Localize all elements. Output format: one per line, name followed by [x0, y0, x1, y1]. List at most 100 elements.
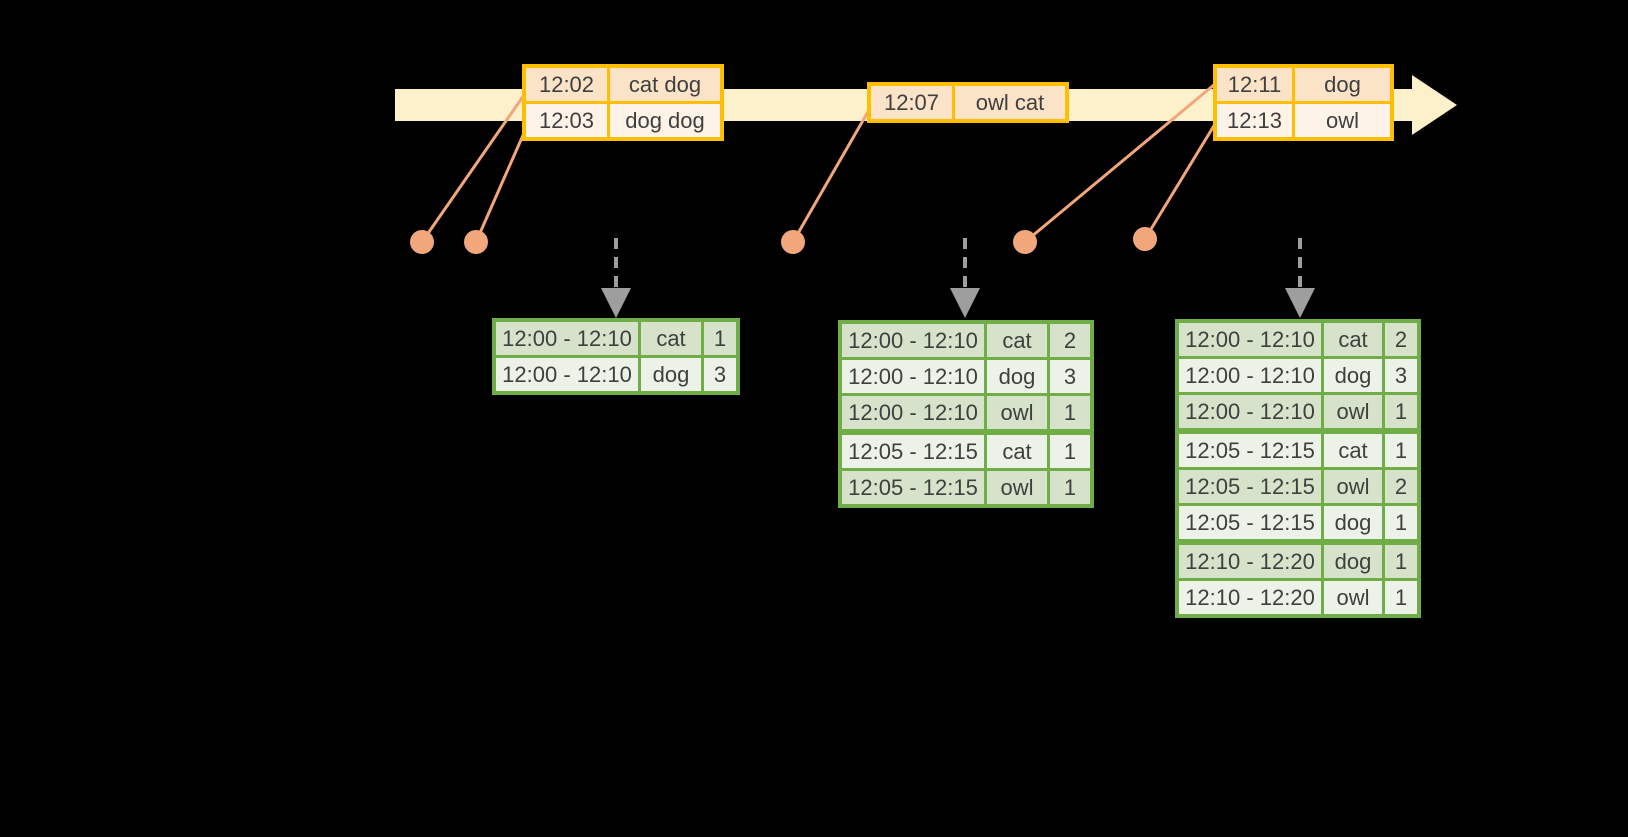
time-cell: 12:13 [1217, 104, 1292, 137]
window-cell: 12:00 - 12:10 [1179, 323, 1321, 356]
count-cell: 3 [1050, 360, 1090, 393]
time-cell: 12:03 [526, 104, 607, 137]
time-cell: 12:02 [526, 68, 607, 101]
event-connector-line [791, 109, 871, 243]
window-cell: 12:05 - 12:15 [1179, 506, 1321, 539]
event-connector-line [1024, 82, 1216, 244]
down-arrowhead-icon [1285, 288, 1315, 318]
count-cell: 1 [1385, 395, 1417, 428]
window-cell: 12:10 - 12:20 [1179, 581, 1321, 614]
count-cell: 2 [1385, 470, 1417, 503]
count-cell: 1 [1385, 506, 1417, 539]
window-cell: 12:05 - 12:15 [1179, 434, 1321, 467]
word-cell: dog [641, 358, 701, 391]
time-cell: 12:11 [1217, 68, 1292, 101]
word-cell: dog [987, 360, 1047, 393]
down-arrowhead-icon [601, 288, 631, 318]
window-cell: 12:00 - 12:10 [842, 360, 984, 393]
word-cell: owl [987, 396, 1047, 429]
window-cell: 12:05 - 12:15 [1179, 470, 1321, 503]
word-cell: dog [1324, 545, 1382, 578]
word-cell: cat [987, 435, 1047, 468]
event-dot [464, 230, 488, 254]
event-dot [1133, 227, 1157, 251]
word-cell: cat [987, 324, 1047, 357]
count-cell: 1 [1050, 396, 1090, 429]
event-connector-line [474, 132, 526, 243]
window-cell: 12:00 - 12:10 [842, 324, 984, 357]
timeline-arrowhead-icon [1412, 75, 1457, 135]
trigger-arrow-2 [950, 238, 980, 318]
count-cell: 1 [1385, 581, 1417, 614]
word-cell: dog [1324, 359, 1382, 392]
word-cell: cat [641, 322, 701, 355]
window-cell: 12:00 - 12:10 [842, 396, 984, 429]
event-dot [1013, 230, 1037, 254]
window-cell: 12:05 - 12:15 [842, 471, 984, 504]
count-cell: 2 [1385, 323, 1417, 356]
trigger-arrow-3 [1285, 238, 1315, 318]
words-cell: owl cat [955, 86, 1065, 119]
words-cell: dog dog [610, 104, 720, 137]
word-cell: cat [1324, 434, 1382, 467]
words-cell: cat dog [610, 68, 720, 101]
window-cell: 12:00 - 12:10 [1179, 395, 1321, 428]
count-cell: 1 [704, 322, 736, 355]
window-cell: 12:10 - 12:20 [1179, 545, 1321, 578]
word-cell: owl [1324, 395, 1382, 428]
down-arrowhead-icon [950, 288, 980, 318]
words-cell: owl [1295, 104, 1390, 137]
event-dots [410, 227, 1157, 254]
count-cell: 2 [1050, 324, 1090, 357]
event-connector-line [420, 94, 526, 243]
event-connector-line [1143, 123, 1217, 240]
word-cell: owl [1324, 581, 1382, 614]
count-cell: 1 [1050, 435, 1090, 468]
event-dot [781, 230, 805, 254]
count-cell: 1 [1385, 434, 1417, 467]
count-cell: 1 [1050, 471, 1090, 504]
window-cell: 12:00 - 12:10 [496, 358, 638, 391]
event-dot [410, 230, 434, 254]
word-cell: dog [1324, 506, 1382, 539]
time-cell: 12:07 [871, 86, 952, 119]
word-cell: owl [1324, 470, 1382, 503]
event-connector-lines [420, 82, 1217, 244]
window-cell: 12:00 - 12:10 [1179, 359, 1321, 392]
word-cell: owl [987, 471, 1047, 504]
window-cell: 12:00 - 12:10 [496, 322, 638, 355]
count-cell: 3 [704, 358, 736, 391]
trigger-arrow-1 [601, 238, 631, 318]
word-cell: cat [1324, 323, 1382, 356]
count-cell: 1 [1385, 545, 1417, 578]
window-cell: 12:05 - 12:15 [842, 435, 984, 468]
words-cell: dog [1295, 68, 1390, 101]
count-cell: 3 [1385, 359, 1417, 392]
